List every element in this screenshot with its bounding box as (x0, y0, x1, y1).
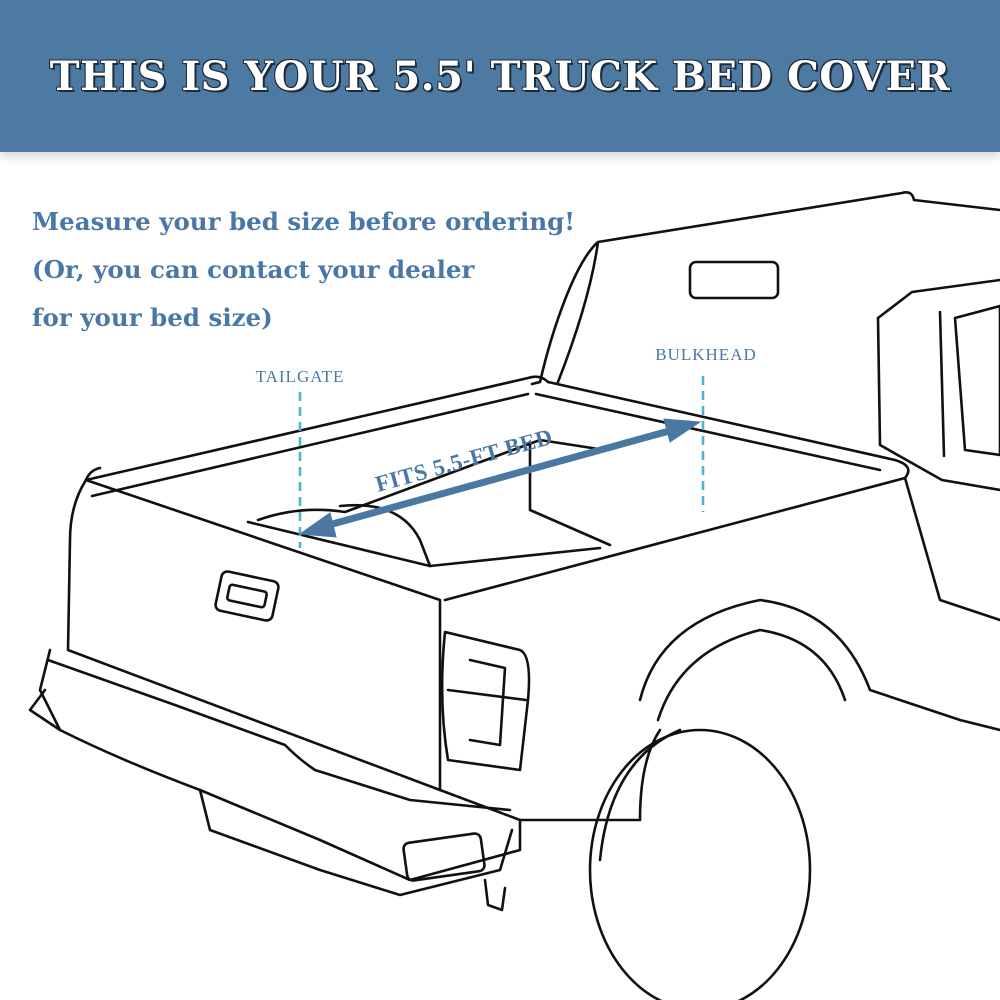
tailgate-top-edge (84, 466, 102, 482)
bed-right-rail-inner (534, 392, 882, 472)
bulkhead-label: BULKHEAD (655, 345, 757, 364)
bed-front-wall (256, 438, 607, 522)
bed-left-rail-inner (90, 392, 530, 498)
bed-side-panel (903, 476, 1000, 622)
bumper-step (28, 688, 514, 897)
bed-left-rail-top (84, 375, 550, 482)
fender-flare-inner (656, 628, 847, 722)
cab-side (876, 316, 1000, 492)
exhaust-pipe (483, 878, 507, 912)
cab-pillar (876, 278, 1000, 320)
tailgate-handle (214, 570, 280, 622)
fender-flare (638, 598, 1000, 732)
bed-right-rail-top (443, 380, 910, 602)
truck-line-drawing (28, 191, 1000, 1000)
tailgate-label: TAILGATE (256, 367, 345, 386)
tailgate-outline (66, 478, 442, 792)
bumper-light (402, 832, 486, 882)
body-lower-edge (438, 728, 662, 822)
instruction-line-2: (Or, you can contact your dealer (32, 255, 475, 284)
bed-inner-right (528, 440, 612, 547)
tail-light-lens (468, 658, 507, 747)
cab-window-frame (938, 310, 946, 458)
measurement-arrow (298, 418, 702, 538)
bumper-upper (46, 658, 512, 812)
roof-light (688, 260, 780, 300)
instruction-note: Measure your bed size before ordering! (… (32, 198, 632, 342)
rear-tire (588, 728, 812, 1000)
wheel-cutout (598, 728, 682, 862)
tail-light-divider (446, 688, 528, 702)
instruction-line-3: for your bed size) (32, 303, 273, 332)
cab-back-wall (530, 240, 600, 386)
cab-outline (538, 191, 1000, 384)
tail-light (440, 630, 531, 772)
wheel-well-bump (338, 503, 432, 568)
instruction-line-1: Measure your bed size before ordering! (32, 207, 576, 236)
tailgate-handle-inner (226, 583, 268, 609)
measurement-arrow-head-right (663, 418, 702, 443)
measurement-arrow-shaft (314, 424, 684, 532)
rear-bumper (38, 648, 522, 882)
page-title: THIS IS YOUR 5.5' TRUCK BED COVER (49, 52, 951, 100)
title-banner: THIS IS YOUR 5.5' TRUCK BED COVER (0, 0, 1000, 152)
rear-window (953, 304, 1000, 457)
measurement-arrow-head-left (298, 512, 337, 538)
